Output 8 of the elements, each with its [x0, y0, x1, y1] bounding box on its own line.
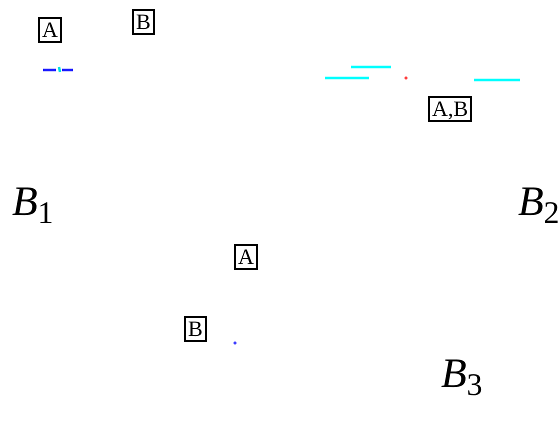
boxed-letter: B: [184, 316, 207, 342]
boxed-letter: B: [132, 9, 155, 35]
boxed-letter: A: [234, 244, 258, 270]
boxed-letter: A,B: [428, 96, 472, 122]
math-label: B$_{2}$: [518, 178, 558, 226]
math-label: B$_{3}$: [441, 350, 482, 398]
math-label: B$_{1}$: [12, 178, 54, 226]
boxed-letter: A: [38, 17, 62, 43]
